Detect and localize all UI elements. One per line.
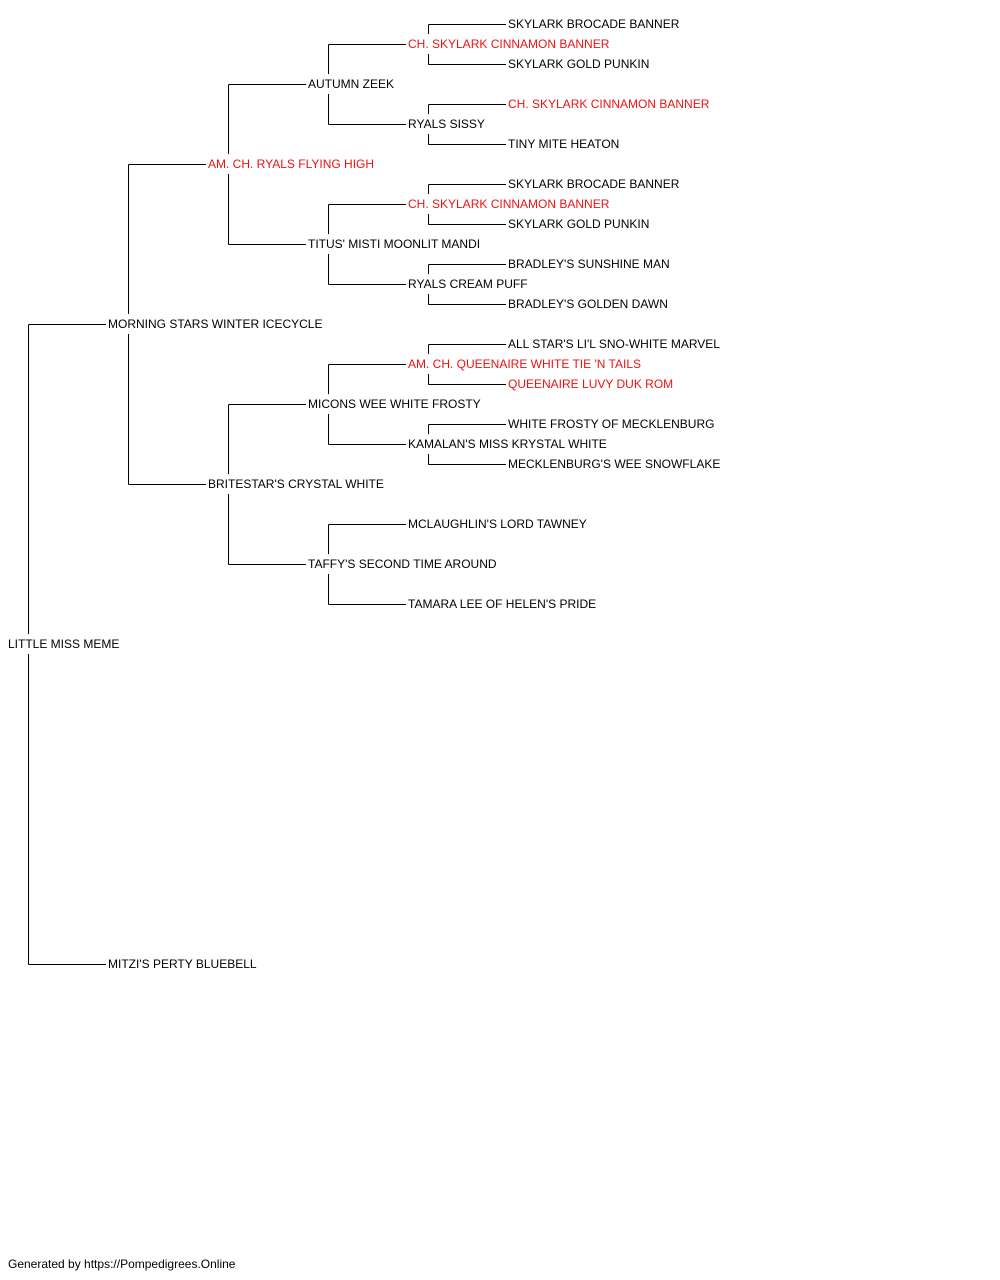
- pedigree-entry: BRITESTAR'S CRYSTAL WHITE: [208, 477, 384, 491]
- pedigree-entry: ALL STAR'S LI'L SNO-WHITE MARVEL: [508, 337, 720, 351]
- pedigree-entry: WHITE FROSTY OF MECKLENBURG: [508, 417, 715, 431]
- pedigree-entry: AM. CH. RYALS FLYING HIGH: [208, 157, 375, 171]
- pedigree-entry: AUTUMN ZEEK: [308, 77, 395, 91]
- pedigree-entry: RYALS SISSY: [408, 117, 485, 131]
- pedigree-entry: BRADLEY'S GOLDEN DAWN: [508, 297, 668, 311]
- pedigree-entry: SKYLARK BROCADE BANNER: [508, 17, 680, 31]
- pedigree-entry: AM. CH. QUEENAIRE WHITE TIE 'N TAILS: [408, 357, 641, 371]
- pedigree-entry: BRADLEY'S SUNSHINE MAN: [508, 257, 670, 271]
- pedigree-entry: SKYLARK GOLD PUNKIN: [508, 57, 650, 71]
- pedigree-entry: SKYLARK GOLD PUNKIN: [508, 217, 650, 231]
- pedigree-entry: TITUS' MISTI MOONLIT MANDI: [308, 237, 481, 251]
- pedigree-entry: RYALS CREAM PUFF: [408, 277, 528, 291]
- pedigree-entry: SKYLARK BROCADE BANNER: [508, 177, 680, 191]
- generated-by-footer: Generated by https://Pompedigrees.Online: [8, 1257, 236, 1271]
- pedigree-entry: TAMARA LEE OF HELEN'S PRIDE: [408, 597, 597, 611]
- pedigree-entry: MITZI'S PERTY BLUEBELL: [108, 957, 257, 971]
- pedigree-entry: CH. SKYLARK CINNAMON BANNER: [408, 197, 610, 211]
- pedigree-entry: QUEENAIRE LUVY DUK ROM: [508, 377, 674, 391]
- pedigree-entry: LITTLE MISS MEME: [8, 637, 120, 651]
- pedigree-entry: KAMALAN'S MISS KRYSTAL WHITE: [408, 437, 607, 451]
- pedigree-entry: CH. SKYLARK CINNAMON BANNER: [408, 37, 610, 51]
- pedigree-entry: MORNING STARS WINTER ICECYCLE: [108, 317, 323, 331]
- pedigree-entry: TAFFY'S SECOND TIME AROUND: [308, 557, 497, 571]
- pedigree-entry: MECKLENBURG'S WEE SNOWFLAKE: [508, 457, 721, 471]
- pedigree-entry: MCLAUGHLIN'S LORD TAWNEY: [408, 517, 587, 531]
- pedigree-entry: MICONS WEE WHITE FROSTY: [308, 397, 481, 411]
- pedigree-entry: TINY MITE HEATON: [508, 137, 620, 151]
- pedigree-entry: CH. SKYLARK CINNAMON BANNER: [508, 97, 710, 111]
